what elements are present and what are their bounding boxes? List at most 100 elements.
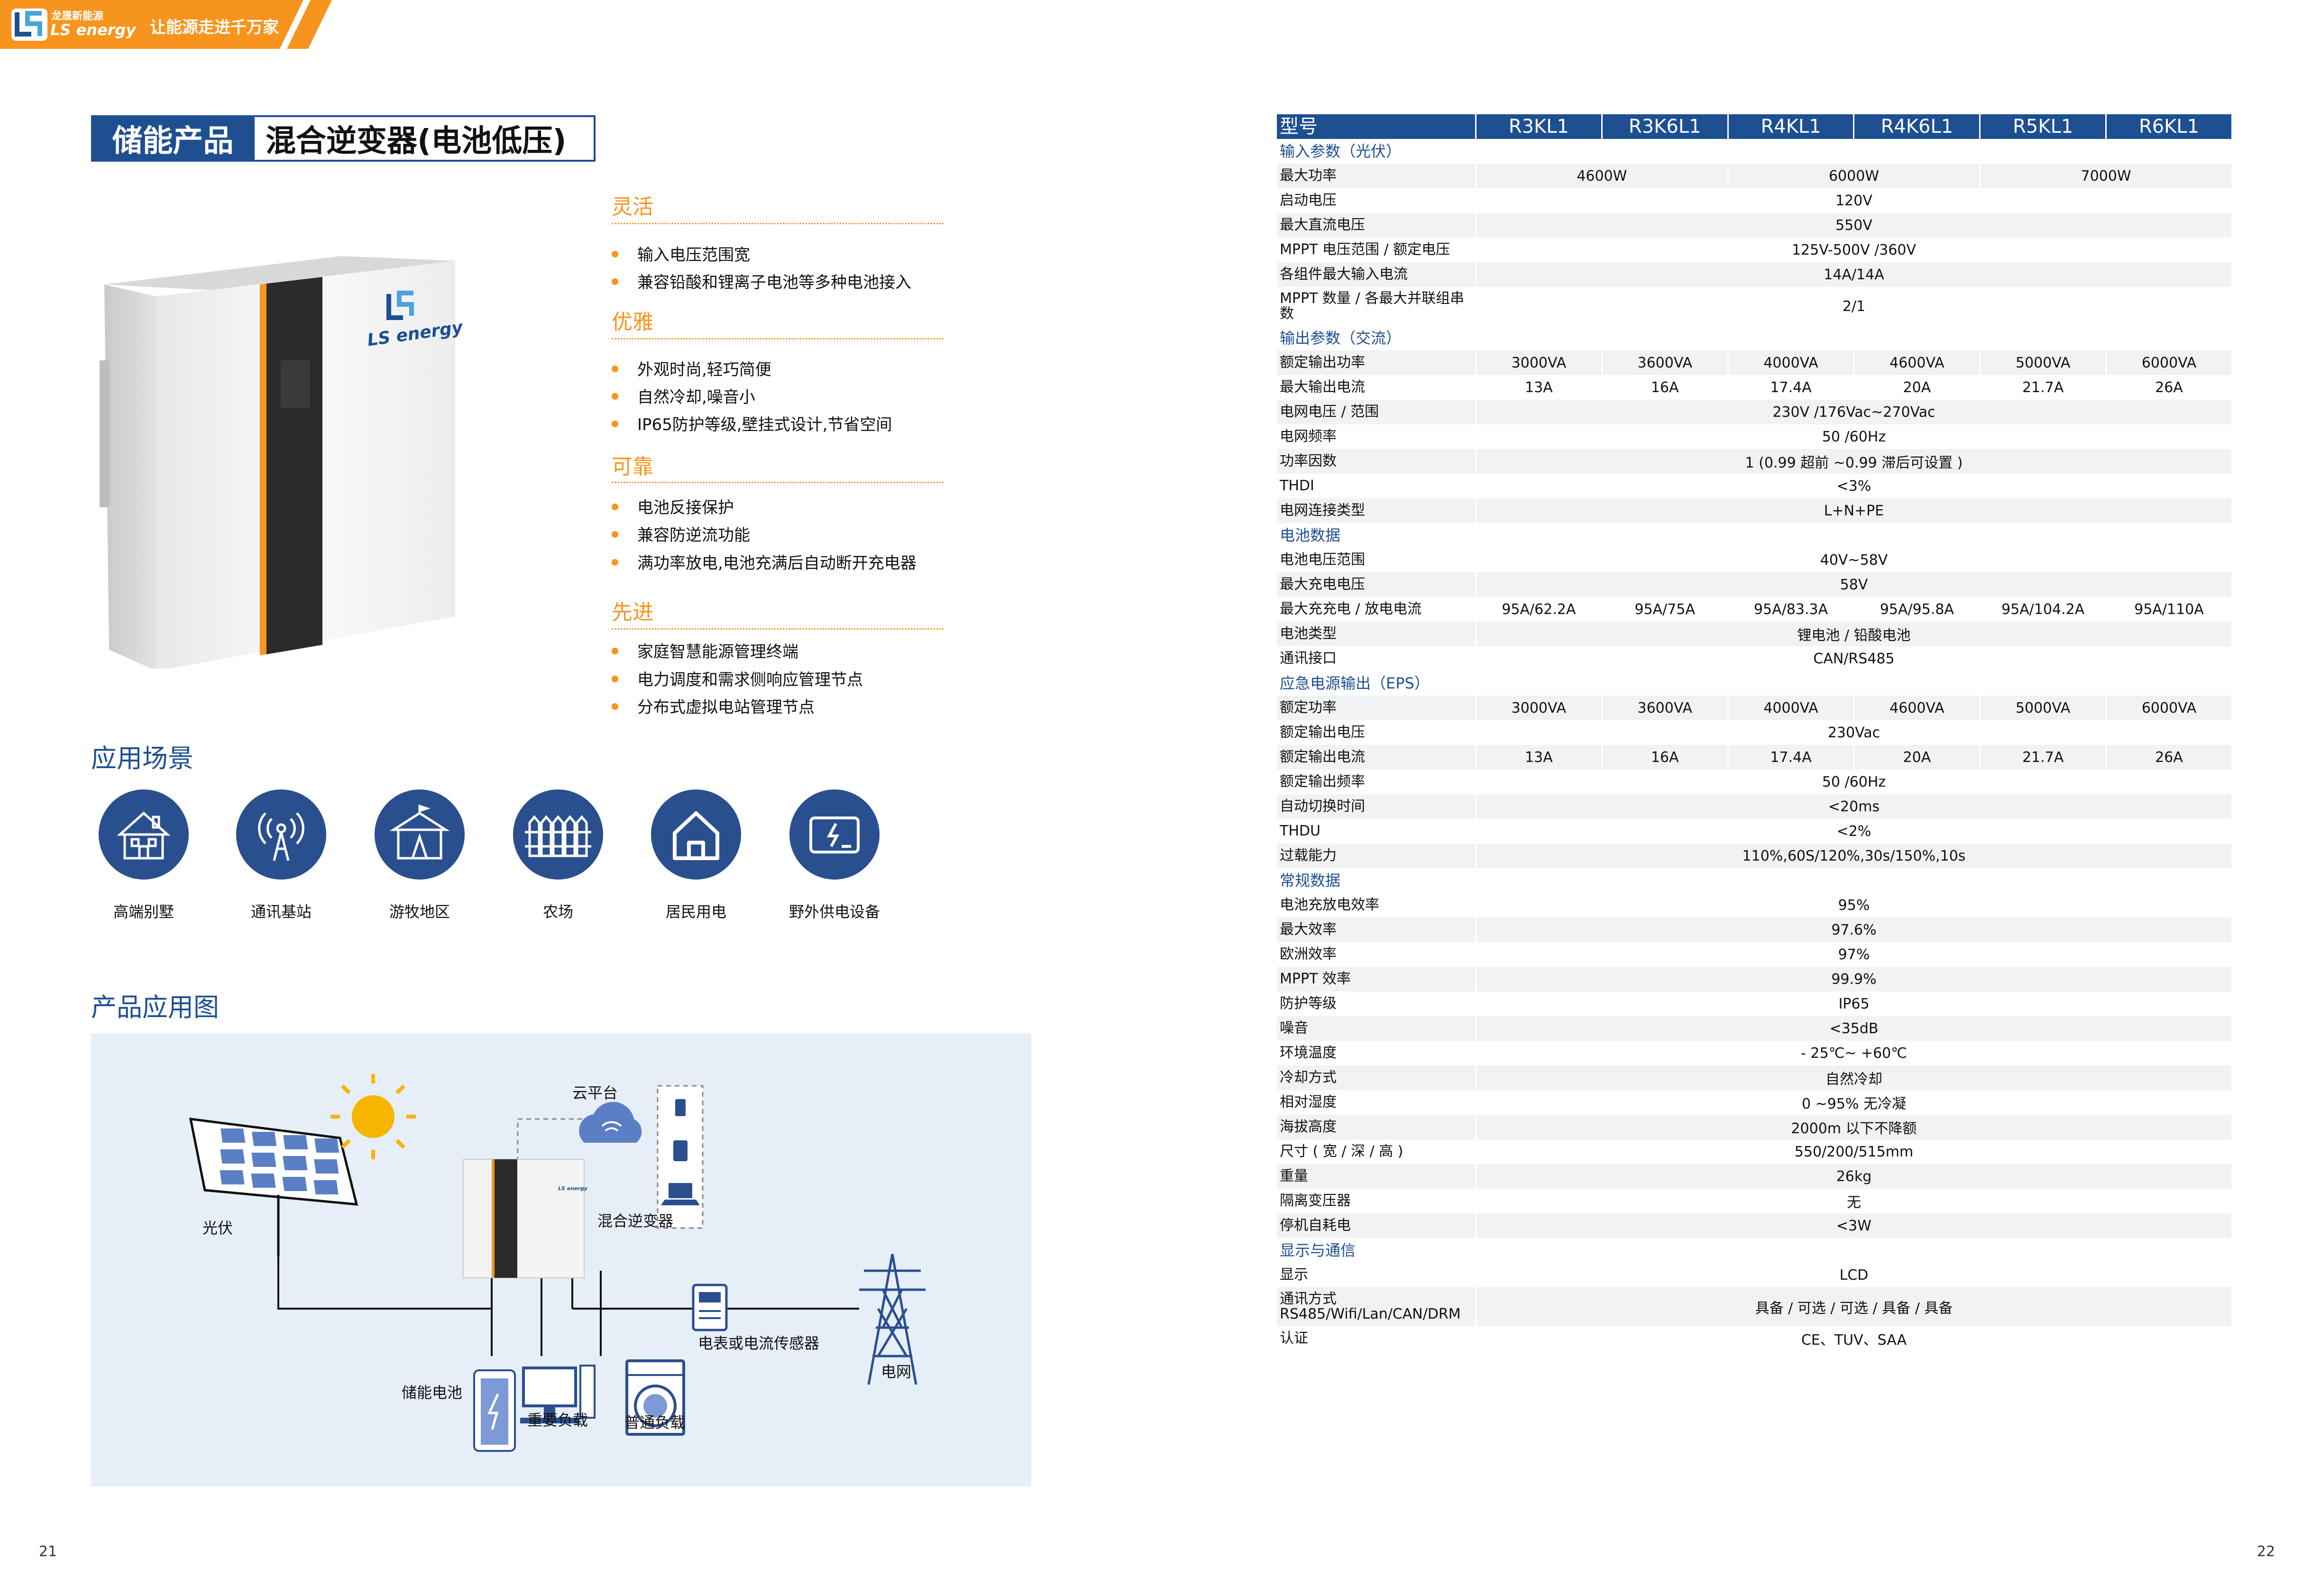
row-label: 额定输出功率 — [1280, 354, 1365, 371]
row-label: 电网连接类型 — [1280, 502, 1365, 519]
row-label: 认证 — [1280, 1330, 1308, 1347]
table-row: 尺寸 ( 宽 / 深 / 高 )550/200/515mm — [1277, 1139, 2231, 1165]
brand-logo-icon — [10, 7, 48, 42]
table-cell: 14A/14A — [1475, 262, 2231, 287]
table-cell: 7000W — [1979, 164, 2231, 188]
antenna-icon — [236, 789, 326, 880]
row-label: 冷却方式 — [1280, 1069, 1337, 1086]
table-cell: 无 — [1475, 1189, 2231, 1213]
table-cell: 26kg — [1475, 1164, 2231, 1189]
inverter-logo-text: LS energy — [558, 1185, 587, 1192]
tent-icon — [375, 789, 465, 880]
table-cell: 95A/104.2A — [1979, 597, 2105, 622]
row-label: 各组件最大输入电流 — [1280, 266, 1408, 283]
row-label: THDU — [1280, 823, 1321, 839]
table-cell: CAN/RS485 — [1475, 646, 2231, 671]
model-header-cell: R4KL1 — [1727, 114, 1853, 139]
row-label: THDI — [1280, 477, 1314, 494]
section-heading: 应急电源输出（EPS） — [1280, 674, 1430, 692]
row-label: 欧洲效率 — [1280, 946, 1337, 963]
table-section-row: 常规数据 — [1277, 868, 2231, 894]
row-label: 最大功率 — [1280, 167, 1337, 184]
row-label: 噪音 — [1280, 1020, 1308, 1036]
row-label: 防护等级 — [1280, 995, 1337, 1012]
table-cell: 4000VA — [1727, 696, 1853, 720]
slogan: 让能源走进千万家 — [150, 18, 279, 37]
row-label: 重量 — [1280, 1168, 1308, 1184]
table-cell: <3% — [1475, 474, 2231, 498]
row-label: 最大输出电流 — [1280, 379, 1365, 395]
table-cell: 95% — [1475, 893, 2231, 917]
feature-heading: 优雅 — [612, 310, 653, 334]
devices-icon — [661, 1099, 700, 1205]
sun-icon — [330, 1074, 416, 1159]
table-cell: 13A — [1475, 745, 1601, 770]
feature-item: 兼容防逆流功能 — [612, 522, 750, 545]
feature-item: 电力调度和需求侧响应管理节点 — [612, 667, 863, 690]
grid-label: 电网 — [881, 1363, 912, 1381]
feature-item: 满功率放电,电池充满后自动断开充电器 — [612, 550, 917, 573]
table-cell: - 25℃~ +60℃ — [1475, 1041, 2231, 1065]
section-heading: 输出参数（交流） — [1280, 329, 1402, 347]
table-cell: 97.6% — [1475, 917, 2231, 942]
model-header-cell: R3K6L1 — [1601, 114, 1727, 139]
product-image — [95, 204, 484, 671]
feature-item: 兼容铅酸和锂离子电池等多种电池接入 — [612, 269, 911, 293]
row-label: 停机自耗电 — [1280, 1217, 1351, 1234]
table-cell: 4600VA — [1853, 696, 1979, 720]
row-label: MPPT 电压范围 / 额定电压 — [1280, 241, 1450, 258]
feature-item: IP65防护等级,壁挂式设计,节省空间 — [612, 412, 892, 435]
table-cell: 3000VA — [1475, 350, 1601, 375]
battery-label: 储能电池 — [402, 1384, 463, 1402]
row-label: 最大直流电压 — [1280, 217, 1365, 233]
table-cell: 13A — [1475, 375, 1601, 400]
table-cell: 110%,60S/120%,30s/150%,10s — [1475, 844, 2231, 868]
row-label: 通讯接口 — [1280, 650, 1337, 667]
table-cell: 3600VA — [1601, 350, 1727, 375]
row-label: 隔离变压器 — [1280, 1192, 1351, 1209]
row-label: 电网电压 / 范围 — [1280, 404, 1379, 420]
table-cell: 50 /60Hz — [1475, 424, 2231, 449]
model-header-cell: R5KL1 — [1979, 114, 2105, 139]
feature-divider — [612, 223, 944, 224]
section-heading: 常规数据 — [1280, 871, 1341, 890]
feature-item: 外观时尚,轻巧简便 — [612, 357, 771, 380]
feature-heading: 可靠 — [612, 455, 653, 479]
table-row: 最大效率 97.6% — [1277, 917, 2231, 943]
table-cell: 550/200/515mm — [1475, 1139, 2231, 1164]
model-header-cell: R6KL1 — [2105, 114, 2231, 139]
row-label: 额定输出电流 — [1280, 749, 1365, 765]
row-label: 电池充放电效率 — [1280, 897, 1379, 913]
row-label: 最大充充电 / 放电电流 — [1280, 601, 1422, 617]
row-label: 额定输出频率 — [1280, 773, 1365, 790]
table-row: 环境温度- 25℃~ +60℃ — [1277, 1041, 2231, 1066]
header-banner — [0, 0, 332, 49]
battery-icon — [473, 1369, 516, 1452]
table-cell: 230Vac — [1475, 720, 2231, 745]
table-cell: 3600VA — [1601, 696, 1727, 720]
row-label: 最大效率 — [1280, 921, 1337, 938]
table-cell: 95A/75A — [1601, 597, 1727, 622]
table-row: 自动切换时间<20ms — [1277, 794, 2231, 820]
row-label: 过载能力 — [1280, 847, 1337, 864]
power-box-icon — [789, 789, 880, 880]
table-cell: 20A — [1853, 745, 1979, 770]
important-load-label: 重要负载 — [527, 1411, 588, 1429]
feature-item: 自然冷却,噪音小 — [612, 384, 755, 407]
table-cell: 16A — [1601, 375, 1727, 400]
